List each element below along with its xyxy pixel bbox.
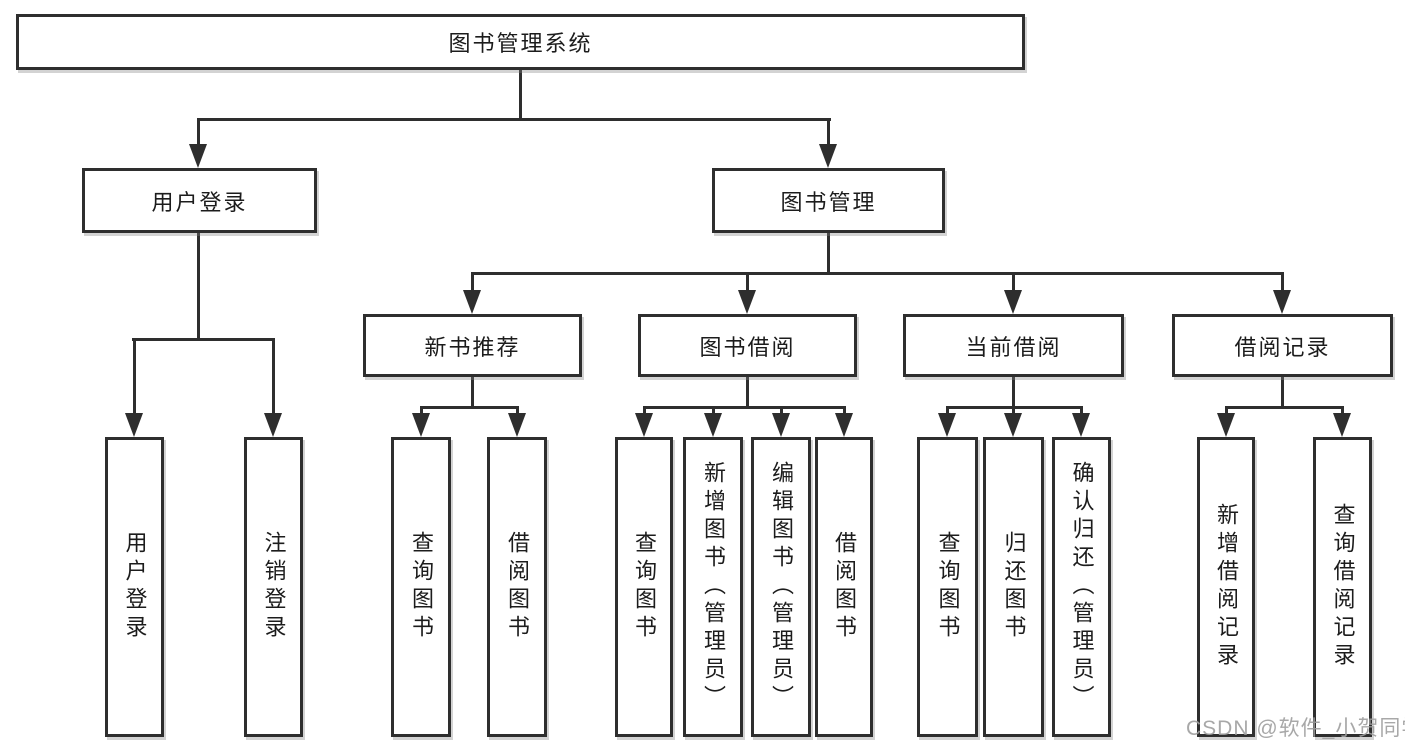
arrow-down-icon xyxy=(738,290,756,314)
watermark: CSDN @软件_小贺同学 xyxy=(1186,717,1405,740)
connector-records-stem xyxy=(1281,377,1284,409)
arrow-down-icon xyxy=(1004,413,1022,437)
arrow-down-icon xyxy=(412,413,430,437)
connector-book-mgmt-drop-2 xyxy=(746,272,749,294)
connector-recommend-stem xyxy=(471,377,474,409)
connector-root-rail xyxy=(197,118,831,121)
leaf-user-login: 用户登录 xyxy=(105,437,164,737)
connector-recommend-drop-1 xyxy=(420,406,423,416)
leaf-query-books-recommend: 查询图书 xyxy=(391,437,451,737)
node-current-borrowing: 当前借阅 xyxy=(903,314,1124,377)
connector-borrowing-drop-3 xyxy=(780,406,783,416)
connector-book-mgmt-drop-4 xyxy=(1281,272,1284,294)
connector-recommend-drop-2 xyxy=(516,406,519,416)
node-library-management-system: 图书管理系统 xyxy=(16,14,1025,70)
leaf-confirm-return-admin: 确认归还（管理员） xyxy=(1052,437,1111,737)
arrow-down-icon xyxy=(772,413,790,437)
leaf-query-borrow-record: 查询借阅记录 xyxy=(1313,437,1372,737)
node-book-management: 图书管理 xyxy=(712,168,945,233)
node-new-book-recommend: 新书推荐 xyxy=(363,314,582,377)
arrow-down-icon xyxy=(189,144,207,168)
connector-user-login-stem xyxy=(197,233,200,341)
leaf-query-books-borrowing: 查询图书 xyxy=(615,437,673,737)
node-book-borrowing: 图书借阅 xyxy=(638,314,857,377)
connector-book-mgmt-stem xyxy=(827,233,830,275)
arrow-down-icon xyxy=(938,413,956,437)
connector-root-drop-right xyxy=(827,118,830,148)
arrow-down-icon xyxy=(463,290,481,314)
arrow-down-icon xyxy=(1217,413,1235,437)
node-borrowing-records: 借阅记录 xyxy=(1172,314,1393,377)
arrow-down-icon xyxy=(635,413,653,437)
connector-user-login-drop-2 xyxy=(272,338,275,416)
leaf-add-borrow-record: 新增借阅记录 xyxy=(1197,437,1255,737)
connector-borrowing-stem xyxy=(746,377,749,409)
connector-user-login-drop-1 xyxy=(133,338,136,416)
arrow-down-icon xyxy=(1333,413,1351,437)
arrow-down-icon xyxy=(125,413,143,437)
connector-book-mgmt-drop-1 xyxy=(471,272,474,294)
connector-book-mgmt-rail xyxy=(471,272,1284,275)
connector-borrowing-drop-2 xyxy=(712,406,715,416)
connector-records-rail xyxy=(1225,406,1344,409)
connector-current-drop-3 xyxy=(1080,406,1083,416)
connector-root-drop-left xyxy=(197,118,200,148)
leaf-add-books-admin: 新增图书（管理员） xyxy=(683,437,743,737)
arrow-down-icon xyxy=(1072,413,1090,437)
connector-borrowing-rail xyxy=(643,406,846,409)
arrow-down-icon xyxy=(264,413,282,437)
arrow-down-icon xyxy=(835,413,853,437)
connector-borrowing-drop-1 xyxy=(643,406,646,416)
arrow-down-icon xyxy=(704,413,722,437)
connector-user-login-rail xyxy=(132,338,275,341)
arrow-down-icon xyxy=(1004,290,1022,314)
leaf-logout: 注销登录 xyxy=(244,437,303,737)
connector-current-stem xyxy=(1012,377,1015,409)
connector-records-drop-2 xyxy=(1341,406,1344,416)
arrow-down-icon xyxy=(508,413,526,437)
leaf-borrow-books-borrowing: 借阅图书 xyxy=(815,437,873,737)
node-user-login: 用户登录 xyxy=(82,168,317,233)
leaf-borrow-books-recommend: 借阅图书 xyxy=(487,437,547,737)
connector-recommend-rail xyxy=(420,406,519,409)
connector-records-drop-1 xyxy=(1225,406,1228,416)
leaf-query-books-current: 查询图书 xyxy=(917,437,978,737)
connector-current-drop-2 xyxy=(1012,406,1015,416)
connector-book-mgmt-drop-3 xyxy=(1012,272,1015,294)
arrow-down-icon xyxy=(1273,290,1291,314)
leaf-edit-books-admin: 编辑图书（管理员） xyxy=(751,437,811,737)
leaf-return-books: 归还图书 xyxy=(983,437,1044,737)
connector-current-drop-1 xyxy=(946,406,949,416)
connector-root-stem xyxy=(519,70,522,121)
arrow-down-icon xyxy=(819,144,837,168)
connector-borrowing-drop-4 xyxy=(843,406,846,416)
